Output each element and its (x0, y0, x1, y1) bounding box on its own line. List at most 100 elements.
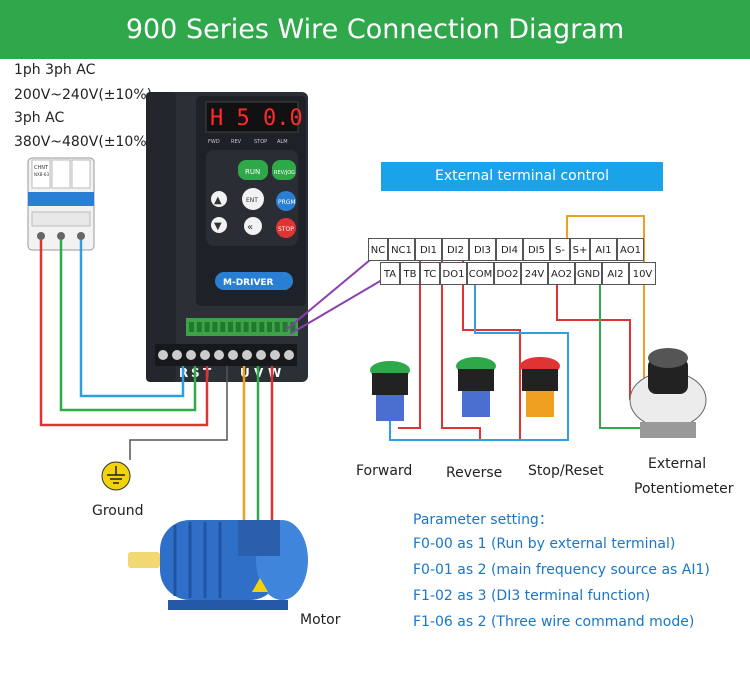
power-terminal-screw (228, 350, 238, 360)
wire-nc (285, 259, 371, 331)
up-arrow-icon: ▲ (214, 195, 222, 206)
label-potentiometer-1: External (648, 456, 707, 472)
control-terminal-stud (204, 322, 210, 332)
terminal-nc: NC (368, 238, 388, 261)
up-button[interactable] (211, 191, 227, 207)
control-terminal-stud (290, 322, 296, 332)
wire-com (474, 285, 569, 420)
control-terminal-stud (259, 322, 265, 332)
control-terminal-stud (212, 322, 218, 332)
terminal-ai2: AI2 (602, 262, 629, 285)
terminal-10v: 10V (629, 262, 656, 285)
shift-button[interactable] (244, 217, 262, 235)
wire-10v (599, 285, 640, 429)
forward-button (370, 361, 410, 421)
power-line-2: 200V~240V(±10%) (14, 87, 153, 103)
shift-icon: « (247, 222, 253, 233)
terminal-tb: TB (400, 262, 420, 285)
external-control-banner: External terminal control (381, 162, 663, 191)
parameter-item: F0-01 as 2 (main frequency source as AI1… (413, 562, 710, 578)
wire-red-input (39, 240, 209, 427)
power-terminal-screw (172, 350, 182, 360)
ent-button-label: ENT (246, 197, 258, 204)
terminal-di1: DI1 (415, 238, 442, 261)
brand-logo-text: M-DRIVER (223, 278, 274, 288)
circuit-breaker: CHNT NXB-63 (27, 157, 95, 251)
power-terminal-screw (256, 350, 266, 360)
control-terminal-stud (220, 322, 226, 332)
rev-jog-button[interactable] (272, 160, 296, 180)
control-terminal-stud (196, 322, 202, 332)
control-terminal-stud (235, 322, 241, 332)
potentiometer (629, 348, 707, 438)
label-forward: Forward (356, 463, 413, 479)
stop-button-label: STOP (278, 226, 294, 233)
prgm-button[interactable] (276, 191, 296, 211)
control-terminal-stud (282, 322, 288, 332)
power-line-4: 380V~480V(±10%) (14, 134, 153, 150)
indicator-rev: REV (231, 139, 242, 145)
terminal-24v: 24V (521, 262, 548, 285)
control-terminal-stud (251, 322, 257, 332)
indicator-stop: STOP (254, 139, 267, 145)
wire-di3 (462, 258, 521, 440)
wire-gnd (556, 285, 631, 400)
power-terminal-screw (158, 350, 168, 360)
terminal-tc: TC (420, 262, 440, 285)
title-banner: 900 Series Wire Connection Diagram (0, 0, 750, 59)
ground-icon (101, 461, 131, 491)
power-terminal-screw (284, 350, 294, 360)
terminal-do2: DO2 (494, 262, 521, 285)
ent-button[interactable] (242, 188, 264, 210)
breaker-model: NXB-63 (34, 172, 49, 177)
terminal-ai1: AI1 (590, 238, 617, 261)
label-ground: Ground (92, 503, 144, 519)
control-terminal-stud (274, 322, 280, 332)
terminal-s: S+ (570, 238, 590, 261)
run-button-label: RUN (245, 168, 260, 176)
terminal-di4: DI4 (496, 238, 523, 261)
terminal-com: COM (467, 262, 494, 285)
vfd-display: H 5 0.0 (210, 106, 303, 131)
wire-ground (129, 366, 228, 460)
control-terminal-stud (267, 322, 272, 332)
control-terminal-stud (189, 322, 194, 332)
indicator-fwd: FWD (208, 139, 220, 145)
power-line-3: 3ph AC (14, 110, 65, 126)
parameter-item: F1-02 as 3 (DI3 terminal function) (413, 588, 651, 604)
terminal-s: S- (550, 238, 570, 261)
parameter-heading: Parameter setting： (413, 512, 553, 528)
parameter-item: F1-06 as 2 (Three wire command mode) (413, 614, 695, 630)
power-line-1: 1ph 3ph AC (14, 62, 96, 78)
power-terminal-label-w: W (268, 366, 281, 380)
stop-button[interactable] (276, 218, 296, 238)
terminal-di3: DI3 (469, 238, 496, 261)
terminal-nc1: NC1 (388, 238, 415, 261)
stop-reset-button (520, 357, 560, 417)
wire-ta (289, 279, 383, 335)
label-motor: Motor (300, 612, 341, 628)
breaker-brand: CHNT (34, 165, 49, 171)
run-button[interactable] (238, 160, 268, 180)
terminal-di2: DI2 (442, 238, 469, 261)
indicator-alm: ALM (277, 139, 288, 145)
terminal-gnd: GND (575, 262, 602, 285)
down-arrow-icon: ▼ (214, 221, 222, 232)
down-button[interactable] (211, 217, 227, 233)
label-stop-reset: Stop/Reset (528, 463, 604, 479)
wire-com-buttons (389, 418, 569, 441)
reverse-button (456, 357, 496, 417)
terminal-ao2: AO2 (548, 262, 575, 285)
page-title: 900 Series Wire Connection Diagram (125, 14, 625, 45)
power-terminal-screw (270, 350, 280, 360)
terminal-do1: DO1 (440, 262, 467, 285)
wire-di2 (441, 258, 481, 440)
power-terminal-screw (242, 350, 252, 360)
motor (128, 520, 308, 610)
control-terminal-stud (243, 322, 249, 332)
wire-ai1 (566, 215, 645, 380)
label-potentiometer-2: Potentiometer (634, 481, 734, 497)
brand-logo (215, 272, 293, 290)
